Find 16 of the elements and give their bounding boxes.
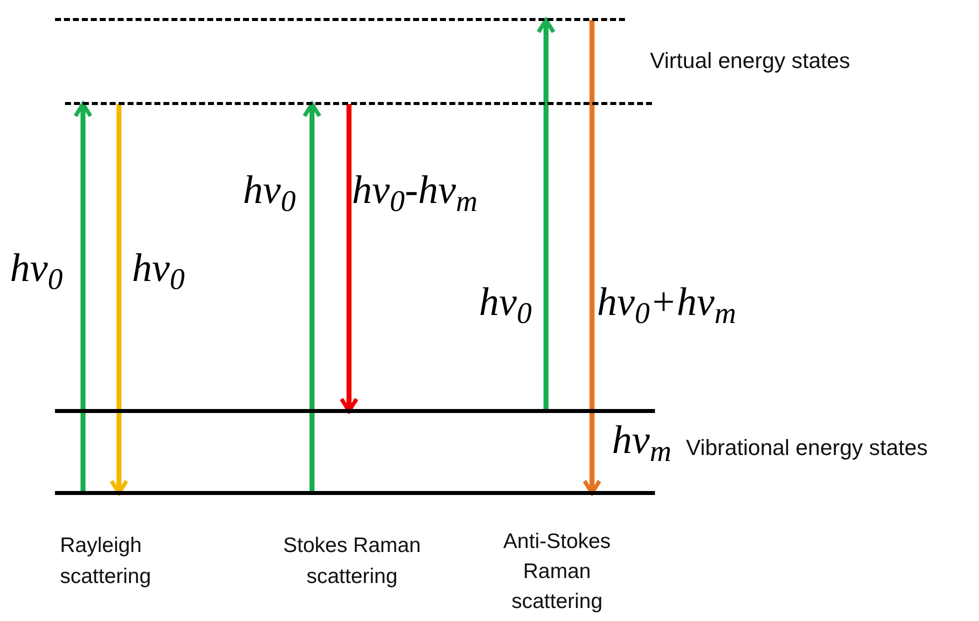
text-label: Stokes Raman scattering	[282, 533, 422, 590]
text-label: Virtual energy states	[650, 47, 852, 75]
virtual-level-line	[65, 102, 652, 105]
arrow	[302, 102, 322, 493]
energy-level-line	[55, 491, 655, 495]
virtual-level-line	[55, 18, 625, 21]
text-label: Rayleigh scattering	[60, 533, 152, 590]
arrow	[110, 104, 128, 495]
text-label: Anti-Stokes Raman scattering	[502, 529, 612, 615]
arrow	[340, 104, 358, 413]
energy-gap-label: hν$_{m}$	[612, 420, 672, 460]
energy-level-line	[55, 409, 655, 413]
text-label: Vibrational energy states	[686, 434, 929, 462]
arrow	[74, 102, 92, 493]
arrow	[582, 20, 602, 495]
arrow	[536, 18, 556, 411]
